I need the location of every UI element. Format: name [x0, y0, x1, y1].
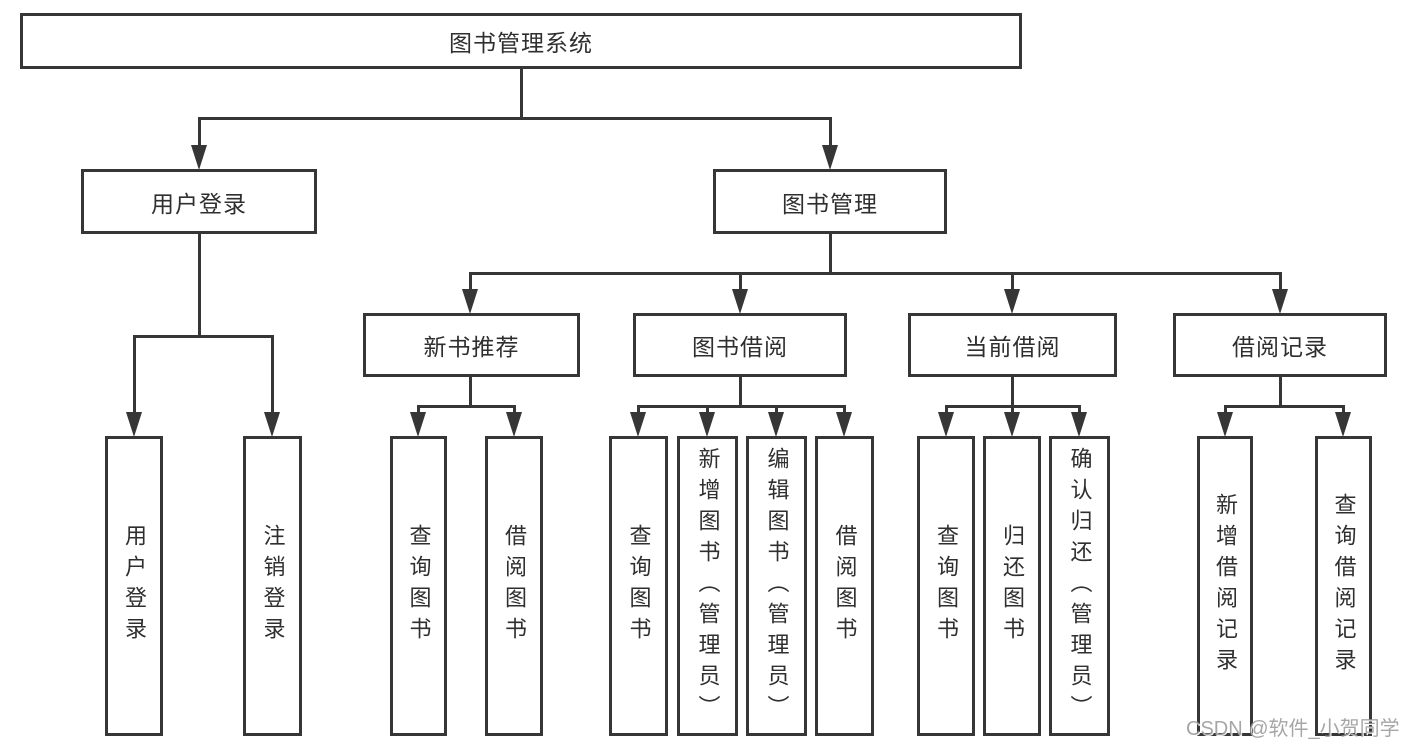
- leaf-confirm-return-admin: 确认归还（管理员）: [1049, 436, 1110, 736]
- connector-stem-leaf-return-book: [1011, 405, 1014, 414]
- leaf-logout-label: 注销登录: [260, 524, 286, 648]
- leaf-add-borrow-record: 新增借阅记录: [1197, 436, 1253, 736]
- leaf-edit-book-admin-label: 编辑图书（管理员）: [764, 446, 790, 726]
- arrowhead-leaf-query-current: [938, 412, 954, 437]
- node-book-borrowing-label: 图书借阅: [692, 334, 788, 360]
- leaf-user-login: 用户登录: [105, 436, 163, 736]
- leaf-return-book: 归还图书: [983, 436, 1041, 736]
- leaf-return-book-label: 归还图书: [1000, 524, 1025, 648]
- leaf-confirm-return-admin-label: 确认归还（管理员）: [1067, 446, 1093, 726]
- node-book-borrowing: 图书借阅: [633, 313, 847, 377]
- connector-book-management-branch: [469, 272, 1282, 275]
- leaf-query-books-borrowing: 查询图书: [609, 436, 668, 736]
- node-root-label: 图书管理系统: [449, 30, 593, 56]
- leaf-query-books-recommend-label: 查询图书: [406, 524, 432, 648]
- arrowhead-leaf-add-record: [1217, 412, 1233, 437]
- connector-stem-leaf-confirm-return: [1078, 405, 1081, 414]
- node-borrowing-records-label: 借阅记录: [1232, 334, 1328, 360]
- node-new-book-recommend-label: 新书推荐: [423, 334, 520, 360]
- node-user-login-label: 用户登录: [151, 190, 247, 217]
- connector-new-book-recommend-branch: [417, 405, 516, 408]
- connector-stem-leaf-add-book: [706, 405, 709, 414]
- node-book-management-label: 图书管理: [782, 190, 878, 217]
- connector-new-book-recommend-stem: [469, 377, 472, 408]
- arrowhead-leaf-confirm-return: [1071, 412, 1087, 437]
- connector-stem-to-user-login: [198, 117, 201, 147]
- node-current-borrowing: 当前借阅: [908, 313, 1117, 377]
- arrowhead-leaf-query-record: [1335, 412, 1351, 437]
- arrowhead-new-book-recommend: [462, 289, 478, 314]
- leaf-edit-book-admin: 编辑图书（管理员）: [746, 436, 807, 736]
- leaf-query-borrow-record-label: 查询借阅记录: [1331, 493, 1357, 679]
- arrowhead-leaf-add-book: [699, 412, 715, 437]
- csdn-watermark: CSDN @软件_小贺同学: [1186, 718, 1400, 740]
- leaf-borrow-books-borrowing: 借阅图书: [815, 436, 874, 736]
- connector-stem-leaf-borrow-recommend: [513, 405, 516, 414]
- arrowhead-leaf-borrow-borrowing: [836, 412, 852, 437]
- connector-stem-leaf-query-record: [1342, 405, 1345, 414]
- leaf-query-borrow-record: 查询借阅记录: [1315, 436, 1372, 736]
- node-current-borrowing-label: 当前借阅: [964, 334, 1061, 360]
- connector-user-login-branch: [133, 335, 274, 338]
- arrowhead-current-borrowing: [1004, 289, 1020, 314]
- arrowhead-leaf-query-borrowing: [630, 412, 646, 437]
- connector-stem-new-book-recommend: [469, 272, 472, 292]
- connector-stem-current-borrowing: [1011, 272, 1014, 292]
- node-book-management: 图书管理: [713, 169, 947, 234]
- connector-user-login-stem: [198, 234, 201, 338]
- leaf-user-login-label: 用户登录: [122, 524, 147, 648]
- arrowhead-book-borrowing: [732, 289, 748, 314]
- connector-borrowing-records-branch: [1224, 405, 1345, 408]
- node-borrowing-records: 借阅记录: [1173, 313, 1387, 377]
- connector-root-stem: [520, 69, 523, 120]
- leaf-query-books-recommend: 查询图书: [390, 436, 447, 736]
- connector-borrowing-records-stem: [1279, 377, 1282, 408]
- connector-stem-leaf-edit-book: [775, 405, 778, 414]
- leaf-logout: 注销登录: [243, 436, 302, 736]
- arrowhead-leaf-return-book: [1004, 412, 1020, 437]
- connector-stem-borrowing-records: [1279, 272, 1282, 292]
- node-new-book-recommend: 新书推荐: [363, 313, 580, 377]
- connector-stem-to-book-management: [829, 117, 832, 147]
- leaf-borrow-books-recommend: 借阅图书: [485, 436, 543, 736]
- connector-stem-leaf-user-login: [133, 335, 136, 414]
- leaf-add-book-admin-label: 新增图书（管理员）: [695, 446, 721, 726]
- connector-stem-leaf-query-borrowing: [637, 405, 640, 414]
- node-user-login: 用户登录: [81, 169, 317, 234]
- leaf-borrow-books-recommend-label: 借阅图书: [502, 524, 527, 648]
- connector-stem-leaf-logout: [271, 335, 274, 414]
- leaf-add-book-admin: 新增图书（管理员）: [677, 436, 738, 736]
- connector-stem-leaf-add-record: [1224, 405, 1227, 414]
- arrowhead-user-login: [191, 145, 207, 170]
- node-root: 图书管理系统: [20, 13, 1022, 69]
- connector-root-branch: [198, 117, 832, 120]
- connector-book-borrowing-branch: [637, 405, 846, 408]
- connector-stem-leaf-query-recommend: [417, 405, 420, 414]
- leaf-query-books-borrowing-label: 查询图书: [626, 524, 652, 648]
- connector-book-management-stem: [829, 234, 832, 275]
- connector-stem-leaf-query-current: [945, 405, 948, 414]
- leaf-query-books-current-label: 查询图书: [934, 524, 959, 648]
- connector-book-borrowing-stem: [739, 377, 742, 408]
- arrowhead-leaf-query-recommend: [410, 412, 426, 437]
- connector-current-borrowing-stem: [1011, 377, 1014, 408]
- arrowhead-leaf-borrow-recommend: [506, 412, 522, 437]
- arrowhead-book-management: [822, 145, 838, 170]
- connector-stem-book-borrowing: [739, 272, 742, 292]
- leaf-query-books-current: 查询图书: [917, 436, 975, 736]
- arrowhead-leaf-edit-book: [768, 412, 784, 437]
- connector-stem-leaf-borrow-borrowing: [843, 405, 846, 414]
- leaf-borrow-books-borrowing-label: 借阅图书: [832, 524, 858, 648]
- leaf-add-borrow-record-label: 新增借阅记录: [1213, 493, 1238, 679]
- arrowhead-leaf-logout: [264, 412, 280, 437]
- arrowhead-borrowing-records: [1272, 289, 1288, 314]
- arrowhead-leaf-user-login: [126, 412, 142, 437]
